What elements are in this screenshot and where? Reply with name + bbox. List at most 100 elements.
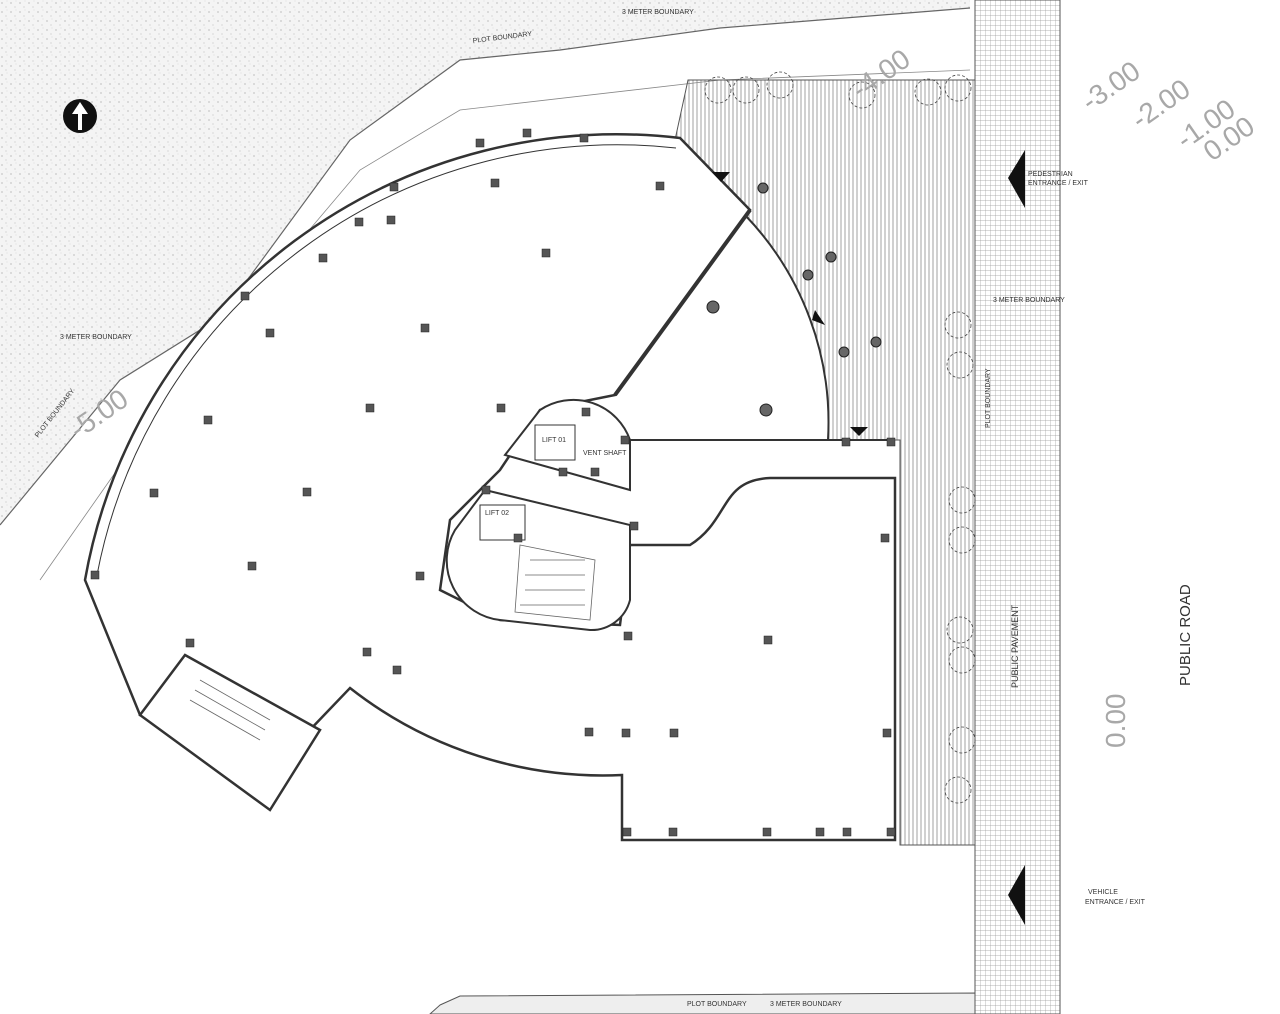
column-icon [265, 328, 275, 338]
column-grid [90, 128, 896, 837]
lift-01 [534, 424, 576, 461]
column-icon [558, 467, 568, 477]
tree-icon [948, 526, 976, 554]
secondary-hall-arc [744, 214, 830, 441]
plot-boundary-line [0, 7, 971, 526]
entrance-arrow-icon [712, 172, 730, 182]
public-pavement-label: PUBLIC PAVEMENT [1010, 604, 1020, 688]
service-core [445, 398, 631, 632]
column-icon [886, 437, 896, 447]
tree-icon [704, 76, 732, 104]
column-icon [420, 323, 430, 333]
column-icon [623, 631, 633, 641]
lift-01-label: LIFT 01 [542, 437, 566, 444]
vehicle-entrance-label-2: ENTRANCE / EXIT [1085, 899, 1146, 906]
bottom-3m-boundary-label: 3 METER BOUNDARY [770, 1001, 842, 1008]
column-icon [825, 251, 837, 263]
column-icon [706, 300, 720, 314]
pedestrian-entrance-label: PEDESTRIAN [1028, 171, 1073, 178]
column-icon [389, 182, 399, 192]
column-icon [247, 561, 257, 571]
level-road: 0.00 [1100, 694, 1131, 749]
right-3m-boundary-label: 3 METER BOUNDARY [993, 297, 1065, 304]
tree-icon [948, 486, 976, 514]
column-icon [880, 533, 890, 543]
tree-icon [948, 726, 976, 754]
tree-icon [944, 776, 972, 804]
column-icon [802, 269, 814, 281]
tree-icon [914, 78, 942, 106]
vehicle-entrance-arrow-icon [1008, 865, 1025, 925]
column-icon [621, 728, 631, 738]
column-icon [581, 407, 591, 417]
column-icon [203, 415, 213, 425]
external-stair-block [138, 653, 322, 812]
pedestrian-entrance-label-2: ENTRANCE / EXIT [1028, 180, 1089, 187]
column-icon [669, 728, 679, 738]
column-icon [579, 133, 589, 143]
column-icon [513, 533, 523, 543]
tree-icon [944, 74, 972, 102]
north-arrow-icon [63, 99, 97, 133]
tree-row [704, 71, 976, 804]
column-icon [475, 138, 485, 148]
column-icon [362, 647, 372, 657]
column-icon [365, 403, 375, 413]
column-icon [185, 638, 195, 648]
column-icon [759, 403, 773, 417]
off-site-area [0, 0, 970, 525]
column-icon [622, 827, 632, 837]
entrance-arrow-icon [812, 310, 825, 325]
column-icon [815, 827, 825, 837]
column-icon [763, 635, 773, 645]
column-icon [584, 727, 594, 737]
column-icon [886, 827, 896, 837]
lift-02 [479, 504, 526, 541]
core-stair [514, 544, 596, 621]
column-icon [90, 570, 100, 580]
terrace-columns [706, 182, 882, 417]
column-icon [522, 128, 532, 138]
column-icon [655, 181, 665, 191]
tree-icon [848, 81, 876, 109]
tree-icon [946, 616, 974, 644]
right-plot-boundary-label: PLOT BOUNDARY [985, 368, 992, 428]
column-icon [757, 182, 769, 194]
column-icon [541, 248, 551, 258]
column-icon [842, 827, 852, 837]
column-icon [590, 467, 600, 477]
top-3m-boundary-label: 3 METER BOUNDARY [622, 9, 694, 16]
lift-02-label: LIFT 02 [485, 510, 509, 517]
glass-wall [613, 208, 752, 397]
column-icon [386, 215, 396, 225]
column-icon [481, 485, 491, 495]
column-icon [841, 437, 851, 447]
entrance-arrow-icon [850, 427, 868, 436]
column-icon [838, 346, 850, 358]
column-icon [629, 521, 639, 531]
column-icon [496, 403, 506, 413]
column-icon [354, 217, 364, 227]
column-icon [240, 291, 250, 301]
vehicle-entrance-label: VEHICLE [1088, 889, 1118, 896]
column-icon [870, 336, 882, 348]
column-icon [318, 253, 328, 263]
column-icon [392, 665, 402, 675]
tree-icon [944, 311, 972, 339]
tree-icon [948, 646, 976, 674]
left-3m-boundary-label: 3 METER BOUNDARY [60, 334, 132, 341]
tree-icon [766, 71, 794, 99]
column-icon [620, 435, 630, 445]
column-icon [882, 728, 892, 738]
column-icon [302, 487, 312, 497]
inner-wall-offset [96, 144, 677, 576]
column-icon [668, 827, 678, 837]
bottom-plot-boundary-label: PLOT BOUNDARY [687, 1001, 747, 1008]
tree-icon [732, 76, 760, 104]
column-icon [762, 827, 772, 837]
tree-icon [946, 351, 974, 379]
column-icon [415, 571, 425, 581]
pedestrian-entrance-arrow-icon [1008, 150, 1025, 208]
